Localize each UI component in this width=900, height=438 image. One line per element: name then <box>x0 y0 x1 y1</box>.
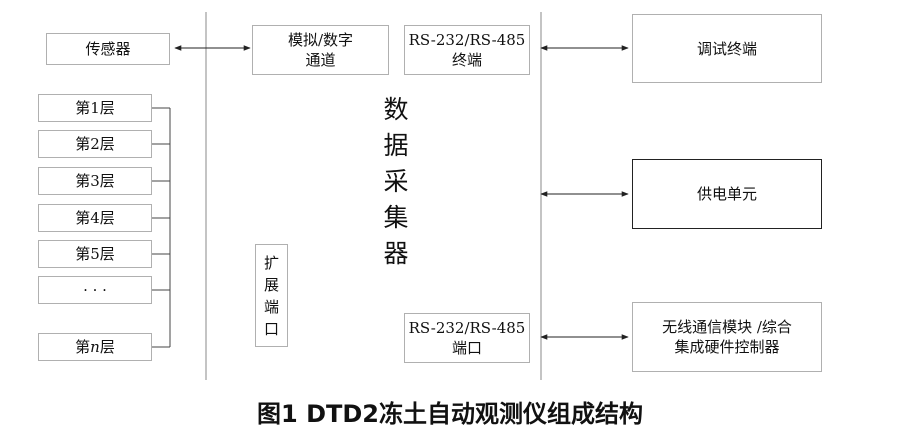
data-collector-label: 数 据 采 集 器 <box>383 95 409 268</box>
expansion-port-box: 扩 展 端 口 <box>255 244 288 347</box>
layer-5-box: 第5层 <box>38 240 152 268</box>
power-unit-box: 供电单元 <box>632 159 822 229</box>
layer-n-prefix: 第 <box>75 338 91 356</box>
debug-terminal-box: 调试终端 <box>632 14 822 83</box>
layer-ellipsis-box: · · · <box>38 276 152 304</box>
layer-4-box: 第4层 <box>38 204 152 232</box>
layer-1-box: 第1层 <box>38 94 152 122</box>
rs-port-bottom-box: RS-232/RS-485 端口 <box>404 313 530 363</box>
figure-caption: 图1 DTD2冻土自动观测仪组成结构 <box>257 400 643 428</box>
layer-n-suffix: 层 <box>99 338 115 356</box>
wireless-module-box: 无线通信模块 /综合 集成硬件控制器 <box>632 302 822 372</box>
sensor-box: 传感器 <box>46 33 170 65</box>
layer-2-box: 第2层 <box>38 130 152 158</box>
layer-n-variable: n <box>90 338 100 356</box>
layer-3-box: 第3层 <box>38 167 152 195</box>
analog-digital-channel-box: 模拟/数字 通道 <box>252 25 389 75</box>
rs-port-top-box: RS-232/RS-485 终端 <box>404 25 530 75</box>
